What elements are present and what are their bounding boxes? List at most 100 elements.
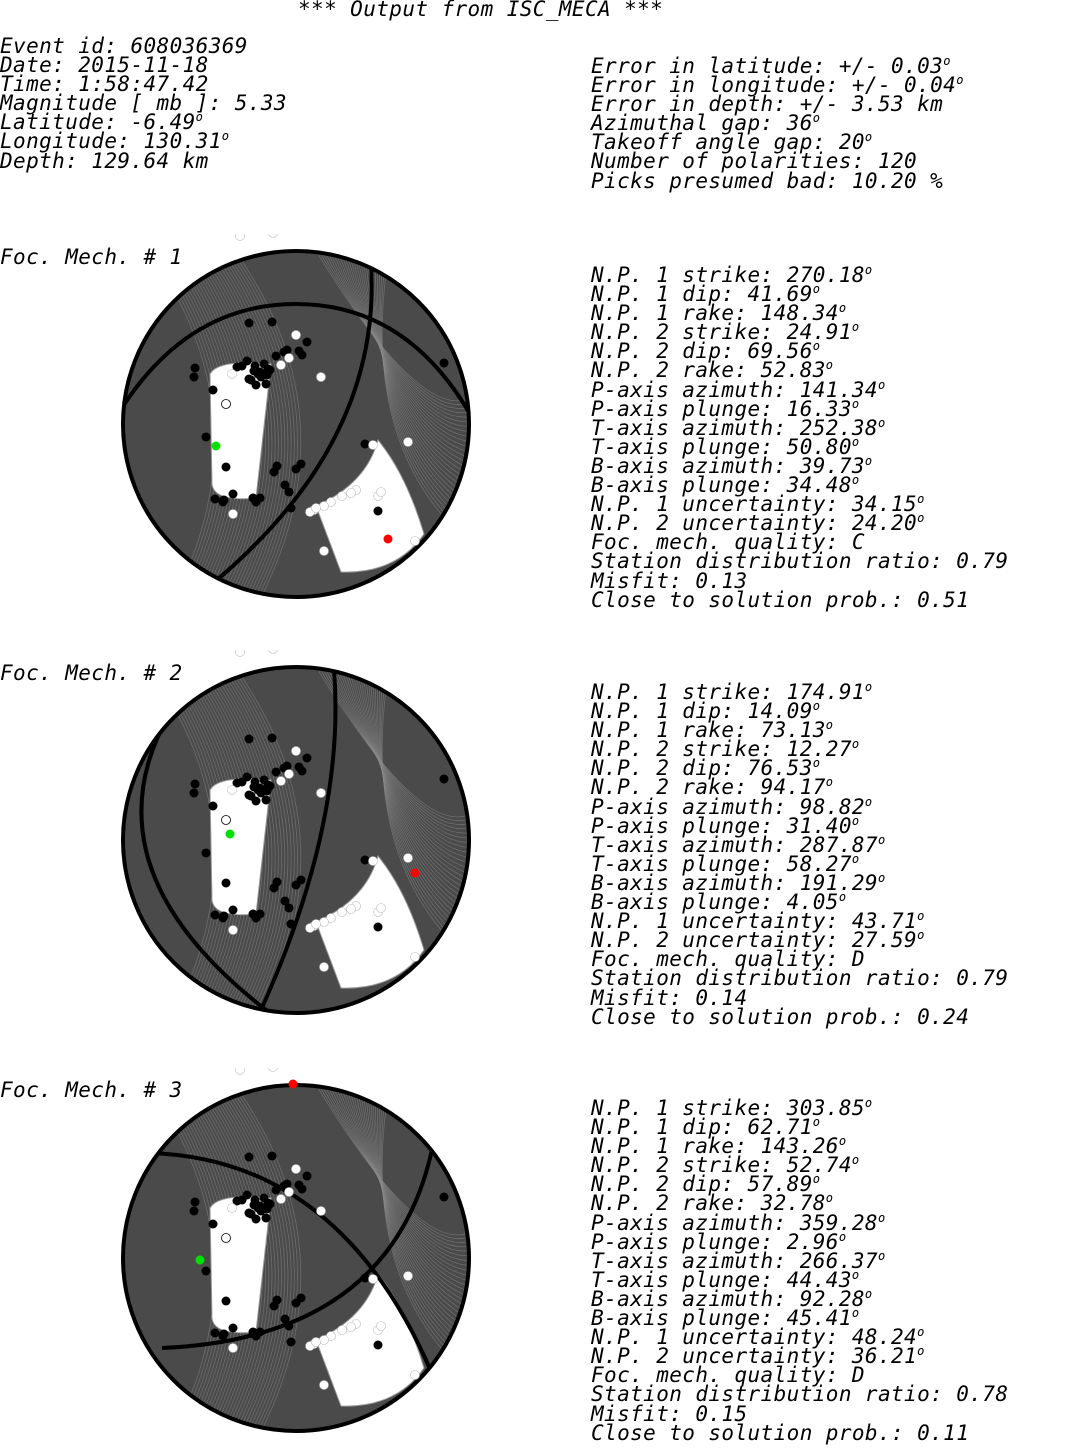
error-row: Azimuthal gap: 36 (591, 111, 964, 135)
dilatation-pick (228, 1343, 238, 1353)
mech-params-1: N.P. 1 strike: 270.18N.P. 1 dip: 41.69N.… (591, 263, 1008, 612)
compression-pick (244, 1208, 254, 1218)
event-label: Time: (0, 72, 79, 97)
param-label: N.P. 1 dip: (591, 282, 748, 307)
param-row: T-axis azimuth: 287.87 (591, 833, 1008, 857)
dilatation-pick (228, 925, 238, 935)
pick-red (383, 534, 393, 544)
param-label: Misfit: (591, 985, 696, 1010)
param-value: 58.27 (787, 852, 860, 876)
compression-pick (261, 795, 271, 805)
param-row: P-axis azimuth: 98.82 (591, 795, 1008, 819)
event-value: 130.31 (143, 129, 229, 153)
param-label: B-axis azimuth: (591, 1286, 800, 1311)
param-value: 43.71 (852, 909, 925, 933)
compression-pick (228, 1323, 238, 1333)
compression-pick (244, 1152, 254, 1162)
compression-pick (271, 351, 281, 361)
compression-pick (190, 363, 200, 373)
dilatation-pick (368, 1274, 378, 1284)
param-row: Station distribution ratio: 0.78 (591, 1382, 1009, 1407)
compression-pick (280, 1314, 290, 1324)
param-value: 303.85 (787, 1096, 873, 1120)
dilatation-pick (311, 1337, 321, 1347)
error-row: Takeoff angle gap: 20 (591, 130, 964, 155)
beachball-outline (121, 665, 471, 1015)
pick-hollow (221, 815, 231, 825)
dilatation-pick (346, 904, 356, 914)
param-value: 41.69 (748, 282, 821, 306)
compression-pick (244, 790, 254, 800)
param-row: N.P. 2 uncertainty: 24.20 (591, 511, 1008, 536)
error-label: Takeoff angle gap: (591, 130, 839, 155)
dilatation-pick (235, 650, 245, 657)
param-label: N.P. 1 uncertainty: (591, 1325, 852, 1350)
param-label: N.P. 1 uncertainty: (591, 909, 852, 934)
param-value: 0.51 (917, 587, 970, 612)
param-row: N.P. 1 rake: 73.13 (591, 720, 1008, 741)
compression-pick (190, 779, 200, 789)
param-row: P-axis azimuth: 359.28 (591, 1211, 1008, 1235)
param-label: B-axis azimuth: (591, 870, 800, 895)
compression-pick (280, 480, 290, 490)
param-row: N.P. 2 rake: 52.83 (591, 360, 1008, 381)
param-label: P-axis azimuth: (591, 377, 800, 402)
compression-pick (267, 317, 277, 327)
dilatation-pick (268, 650, 278, 654)
param-value: 359.28 (800, 1211, 886, 1235)
compression-pick (267, 733, 277, 743)
event-value: 5.33 (234, 91, 287, 116)
compression-pick (221, 878, 231, 888)
compression-pick (201, 848, 211, 858)
param-row: P-axis plunge: 16.33 (591, 396, 1008, 421)
mech-params-2: N.P. 1 strike: 174.91N.P. 1 dip: 14.09N.… (591, 682, 1008, 1028)
param-label: N.P. 2 dip: (591, 1172, 748, 1197)
compression-pick (228, 905, 238, 915)
compression-pick (282, 761, 292, 771)
param-row: B-axis azimuth: 39.73 (591, 454, 1008, 478)
compression-pick (232, 362, 242, 372)
param-value: 143.26 (761, 1134, 847, 1158)
param-row: B-axis plunge: 45.41 (591, 1308, 1008, 1329)
param-label: N.P. 1 strike: (591, 263, 787, 287)
param-row: N.P. 2 uncertainty: 27.59 (591, 930, 1008, 951)
param-value: 94.17 (761, 775, 834, 799)
param-row: P-axis azimuth: 141.34 (591, 377, 1008, 402)
nodal-plane (139, 719, 268, 1012)
compression-pick (190, 1197, 200, 1207)
param-value: 39.73 (800, 454, 873, 478)
param-value: 0.15 (695, 1401, 748, 1426)
param-label: N.P. 2 uncertainty: (591, 511, 852, 536)
param-value: 36.21 (852, 1344, 925, 1368)
param-value: D (851, 947, 865, 972)
param-value: 98.82 (800, 795, 873, 819)
param-value: 148.34 (761, 301, 847, 325)
compression-pick (271, 767, 281, 777)
param-label: T-axis plunge: (591, 851, 787, 876)
compression-pick (271, 1185, 281, 1195)
param-row: Misfit: 0.14 (591, 985, 1008, 1010)
compression-pick (262, 786, 272, 796)
dilatation-pick (311, 503, 321, 513)
param-value: 0.78 (956, 1382, 1009, 1407)
param-row: N.P. 1 rake: 143.26 (591, 1134, 1008, 1158)
error-value: 120 (877, 149, 918, 174)
dilatation-pick (227, 369, 237, 379)
compression-pick (208, 1219, 218, 1229)
compression-pick (251, 913, 261, 923)
error-value: 36 (787, 111, 821, 135)
param-label: N.P. 2 rake: (591, 1191, 761, 1216)
compression-pick (244, 734, 254, 744)
error-value: +/- 0.03 (839, 54, 951, 78)
param-label: Misfit: (591, 568, 696, 593)
param-row: Close to solution prob.: 0.11 (591, 1420, 1008, 1445)
dilatation-pick (227, 1203, 237, 1213)
param-row: Foc. mech. quality: D (591, 1365, 1008, 1386)
param-row: T-axis plunge: 50.80 (591, 436, 1008, 457)
param-row: Foc. mech. quality: D (591, 947, 1008, 972)
param-label: P-axis plunge: (591, 396, 787, 421)
param-value: 287.87 (800, 833, 886, 857)
param-value: 0.11 (917, 1420, 970, 1445)
compression-pick (360, 1273, 370, 1283)
param-row: N.P. 1 strike: 303.85 (591, 1096, 1008, 1120)
